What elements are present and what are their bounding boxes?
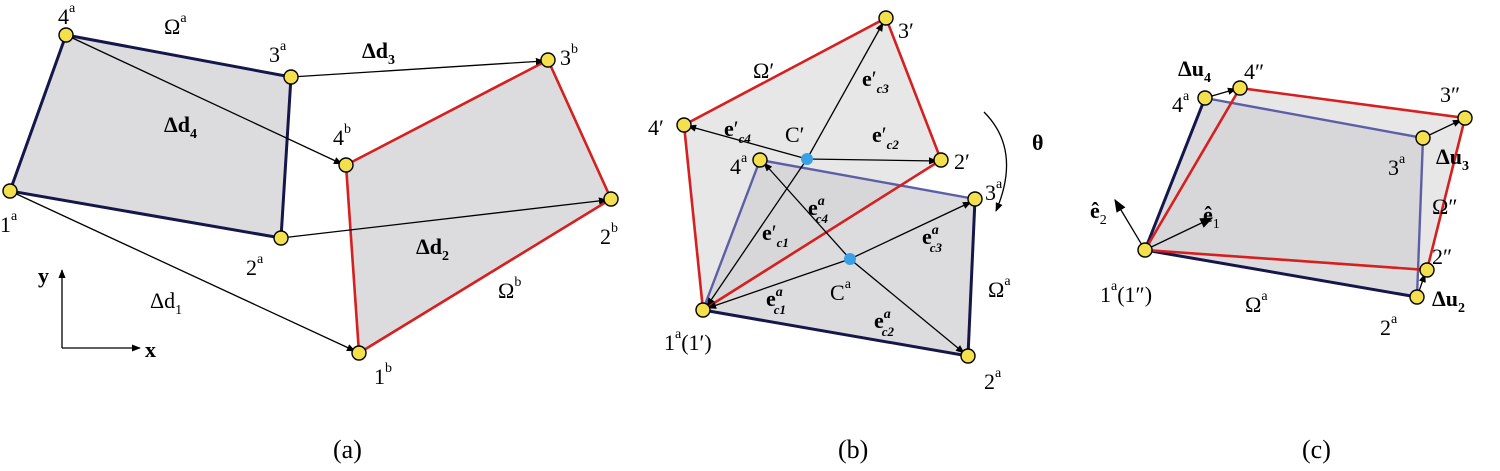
node-1a-b <box>695 302 711 318</box>
node-2-prime <box>933 152 949 168</box>
label-3a-c: 3a <box>1388 152 1406 180</box>
label-omega-pp: Ω″ <box>1432 194 1458 219</box>
label-d2: Δd2 <box>416 234 449 264</box>
rotation-arc <box>983 111 1008 212</box>
label-c-a: Ca <box>830 277 852 305</box>
node-4-dprime <box>1232 80 1248 96</box>
label-3b: 3b <box>560 42 578 70</box>
label-c-prime: C′ <box>785 122 805 147</box>
label-d1: Δd1 <box>150 288 182 318</box>
label-4-dprime: 4″ <box>1244 59 1264 84</box>
vec-ec2-prime <box>806 157 938 165</box>
node-3-prime <box>878 10 894 26</box>
node-2a-b <box>960 348 976 364</box>
label-d4: Δd4 <box>164 112 197 142</box>
label-2a-c: 2a <box>1380 312 1398 340</box>
label-3-dprime: 3″ <box>1440 82 1460 107</box>
label-1a-1prime: 1a(1′) <box>664 327 712 355</box>
label-2-dprime: 2″ <box>1432 244 1452 269</box>
label-d3: Δd3 <box>362 38 395 68</box>
label-2-prime: 2′ <box>954 149 970 174</box>
arrow-d4 <box>65 34 343 165</box>
vec-ec3-prime <box>806 22 884 160</box>
arrow-d3 <box>290 57 545 78</box>
label-ec3-prime: e′c3 <box>862 66 889 96</box>
arrow-d2 <box>280 197 608 239</box>
arrow-d1 <box>9 190 356 352</box>
node-4a-c <box>1197 90 1213 106</box>
label-4a-b: 4a <box>730 151 748 179</box>
label-u2: Δu2 <box>1432 286 1465 316</box>
node-3-dprime <box>1457 110 1473 126</box>
axis-x-label: x <box>145 337 156 362</box>
label-3a-b: 3a <box>985 177 1003 205</box>
label-omega-a-c: Ωa <box>1245 289 1268 317</box>
label-1b: 1b <box>374 361 392 389</box>
node-3a <box>283 69 299 85</box>
basis-e1-arrow <box>1144 217 1214 251</box>
node-4b <box>338 157 354 173</box>
label-e2-hat: ê2 <box>1090 198 1107 228</box>
label-4b: 4b <box>333 122 351 150</box>
panel-b: θ Ω′ Ωa 1a(1′) 2a 3a 4a 2′ 3′ 4′ C′ Ca e… <box>648 10 1043 464</box>
centroid-c-prime <box>801 153 813 165</box>
vec-ec1-prime <box>706 158 808 307</box>
node-2-dprime <box>1419 262 1435 278</box>
label-omega-a-b: Ωa <box>988 274 1011 302</box>
label-omega-a: Ωa <box>164 11 187 39</box>
quad-omega-b <box>346 60 611 353</box>
node-1a-c <box>1137 242 1153 258</box>
panel-c: ê1 ê2 1a(1″) 2a 3a 4a 2″ 3″ 4″ Δu4 Δu3 Δ… <box>1090 56 1473 464</box>
label-theta: θ <box>1032 130 1043 155</box>
label-3a: 3a <box>269 39 287 67</box>
label-4-prime: 4′ <box>648 115 664 140</box>
label-ec4-prime: e′c4 <box>724 116 751 146</box>
caption-c: (c) <box>1302 435 1331 464</box>
label-4a: 4a <box>58 1 76 29</box>
label-1a: 1a <box>0 209 18 237</box>
node-3b <box>540 52 556 68</box>
label-3-prime: 3′ <box>898 18 914 43</box>
centroid-c-a <box>844 253 856 265</box>
label-u3: Δu3 <box>1436 144 1469 174</box>
vec-ec1-a <box>707 258 851 309</box>
node-4a <box>58 27 74 43</box>
node-2a-c <box>1409 289 1425 305</box>
node-4-prime <box>676 117 692 133</box>
label-omega-b: Ωb <box>498 275 521 303</box>
caption-b: (b) <box>838 435 868 464</box>
node-1b <box>351 345 367 361</box>
vec-ec2-a <box>849 258 965 354</box>
basis-e2-arrow <box>1114 198 1146 251</box>
label-ec1-prime: e′c1 <box>762 220 789 250</box>
node-4a-b <box>752 152 768 168</box>
label-ec2-prime: e′c2 <box>872 122 899 152</box>
node-1a <box>2 183 18 199</box>
vec-ec4-prime <box>687 124 808 160</box>
label-u4: Δu4 <box>1178 56 1211 86</box>
label-2b: 2b <box>600 221 618 249</box>
quad-omega-pp <box>1145 88 1465 270</box>
label-2a-b: 2a <box>984 366 1002 394</box>
node-3a-c <box>1415 130 1431 146</box>
vec-ec4-a <box>763 162 851 260</box>
vec-ec3-a <box>849 201 972 260</box>
label-4a-c: 4a <box>1172 89 1190 117</box>
axis-y-label: y <box>38 263 49 288</box>
quad-omega-a <box>10 35 291 238</box>
node-3a-b <box>967 191 983 207</box>
panel-a: 1a 2a 3a 4a 1b 2b 3b 4b Ωa Ωb Δd1 Δd2 Δd… <box>0 1 619 464</box>
label-omega-prime: Ω′ <box>753 58 774 83</box>
label-2a: 2a <box>246 252 264 280</box>
label-1a-1dprime: 1a(1″) <box>1100 279 1152 307</box>
caption-a: (a) <box>333 435 362 464</box>
node-2b <box>603 191 619 207</box>
node-2a <box>273 230 289 246</box>
label-e1-hat: ê1 <box>1203 202 1220 232</box>
